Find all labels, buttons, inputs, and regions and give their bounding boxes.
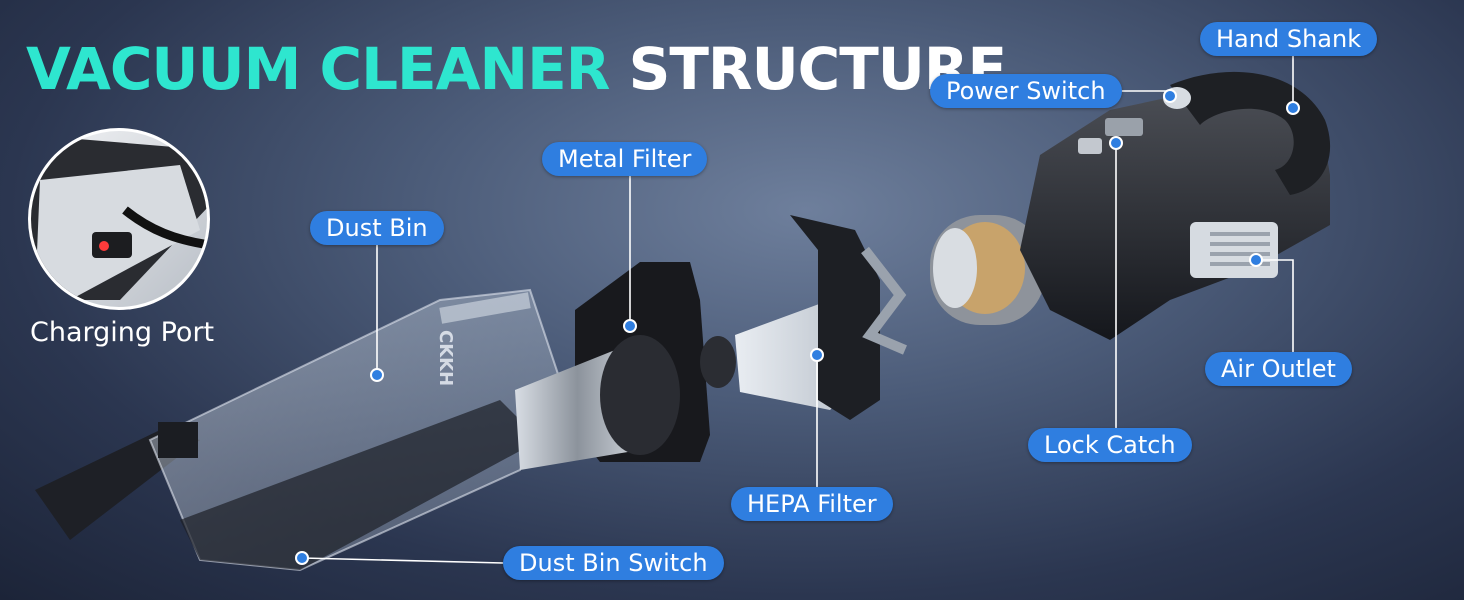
brand-mark: CKKH (435, 330, 456, 386)
marker-dots (295, 89, 1300, 565)
label-power-switch: Power Switch (930, 74, 1122, 108)
marker-hepa-filter (810, 348, 824, 362)
main-body-illustration (1020, 71, 1331, 340)
metal-filter-illustration (515, 262, 710, 470)
dust-bin-illustration (35, 288, 562, 572)
label-metal-filter: Metal Filter (542, 142, 708, 176)
marker-metal-filter (623, 319, 637, 333)
marker-hand-shank (1286, 101, 1300, 115)
motor-illustration (861, 215, 1045, 355)
label-lock-catch: Lock Catch (1028, 428, 1192, 462)
label-dust-bin: Dust Bin (310, 211, 444, 245)
title-part-1: VACUUM CLEANER (26, 35, 610, 103)
charging-port-inset (28, 128, 210, 310)
marker-dust-bin-switch (295, 551, 309, 565)
leader-air-outlet (1256, 259, 1294, 352)
page-title: VACUUM CLEANER STRUCTURE (26, 34, 1007, 104)
charging-port-caption: Charging Port (30, 317, 215, 348)
label-dust-bin-switch: Dust Bin Switch (503, 546, 724, 580)
marker-dust-bin (370, 368, 384, 382)
marker-air-outlet (1249, 253, 1263, 267)
leader-dust-bin-switch (301, 557, 504, 564)
marker-lock-catch (1109, 136, 1123, 150)
hepa-filter-illustration (700, 215, 880, 420)
label-hepa-filter: HEPA Filter (731, 487, 893, 521)
marker-power-switch (1163, 89, 1177, 103)
label-hand-shank: Hand Shank (1200, 22, 1378, 56)
label-air-outlet: Air Outlet (1205, 352, 1352, 386)
